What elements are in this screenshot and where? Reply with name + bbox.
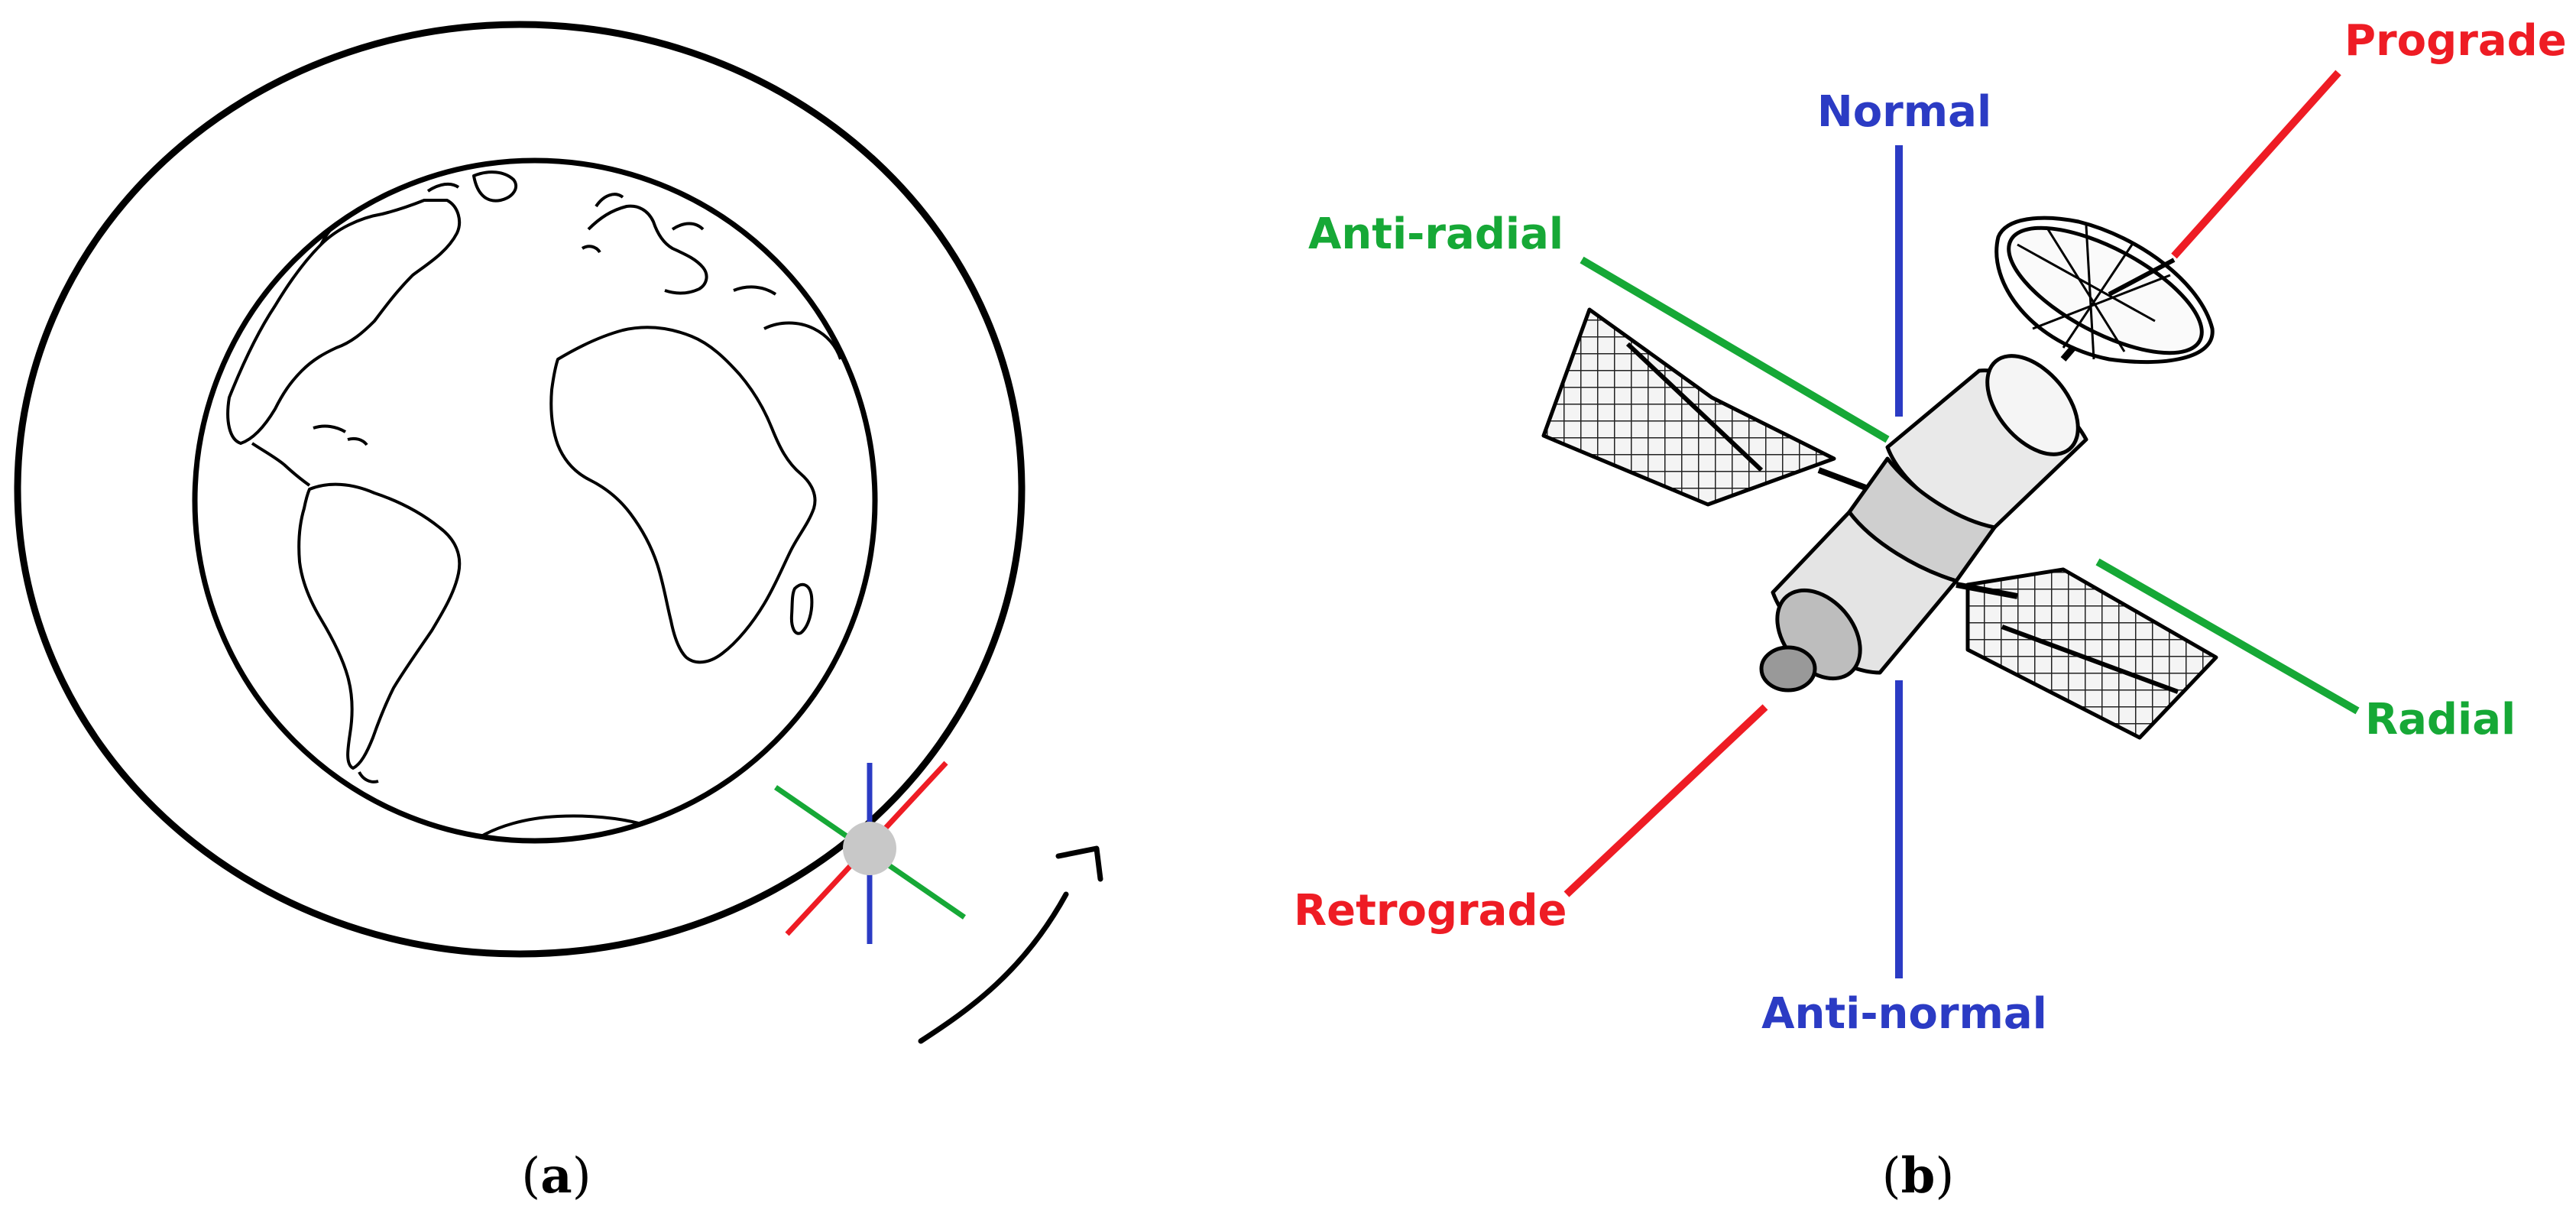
orbit-direction-arrow-icon [918,845,1103,1044]
label-normal: Normal [1817,87,1991,137]
label-prograde: Prograde [2344,16,2567,66]
radial-axis [2095,558,2360,715]
satellite-direction-axes [774,761,966,944]
caption-b: (b) [1882,1147,1955,1205]
caption-a: (a) [521,1147,591,1205]
panel-a: (a) [14,21,1103,1205]
label-radial: Radial [2365,695,2516,745]
retrograde-axis [1563,704,1768,897]
label-anti-radial: Anti-radial [1308,209,1563,259]
anti-radial-axis [1580,256,1890,443]
label-retrograde: Retrograde [1294,886,1567,936]
label-anti-normal: Anti-normal [1761,989,2047,1039]
satellite-dot [843,822,896,875]
satellite-icon [1541,216,2218,740]
orbit-ring [14,21,1026,958]
panel-b: Normal Anti-normal Anti-radial Radial Pr… [1294,16,2567,1205]
earth-globe-icon [192,157,878,844]
prograde-axis [2171,70,2341,259]
